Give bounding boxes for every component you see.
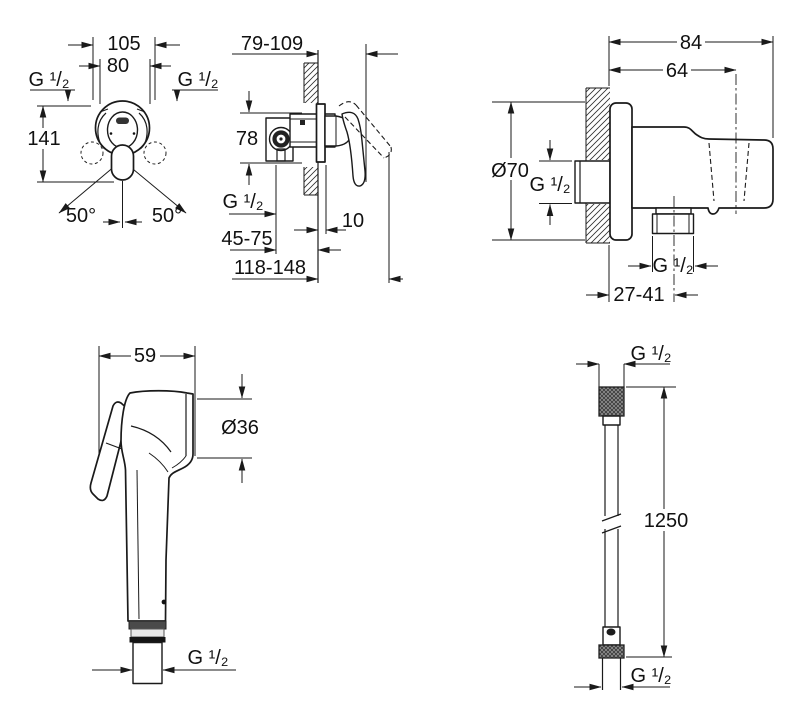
dim-handle-depth-label: 79-109 bbox=[241, 33, 303, 55]
dim-escutcheon-width-label: 105 bbox=[107, 33, 140, 55]
wall-section bbox=[303, 50, 319, 283]
label-backing bbox=[644, 509, 688, 531]
dim-total-depth-label: 118-148 bbox=[234, 257, 306, 279]
thread-supply-label: G ¹/₂ bbox=[222, 191, 263, 213]
supply-connection-circles bbox=[80, 141, 167, 165]
hand-shower-view: 59 Ø36 G ¹/₂ bbox=[89, 345, 259, 685]
concealed-valve-body bbox=[265, 103, 352, 163]
union-body bbox=[574, 74, 774, 302]
dim-connection-spacing-label: 80 bbox=[107, 55, 129, 77]
front-view-concealed-mixer: 105 80 G ¹/₂ G ¹/₂ 141 50° 50° bbox=[25, 33, 219, 228]
dim-arrows-side bbox=[229, 50, 403, 283]
label-backing bbox=[25, 128, 63, 149]
label-backing bbox=[490, 158, 532, 180]
dim-body-height-label: 78 bbox=[236, 128, 258, 150]
thread-bottom-label: G ¹/₂ bbox=[630, 665, 671, 687]
thread-inlet-label: G ¹/₂ bbox=[529, 174, 570, 196]
label-backing bbox=[131, 345, 160, 364]
dim-ext-lines-side bbox=[240, 44, 390, 283]
side-view-concealed-mixer: 79-109 78 G ¹/₂ 45-75 10 118-148 bbox=[221, 33, 403, 283]
dim-plate-offset-label: 10 bbox=[342, 210, 364, 232]
thread-left-label: G ¹/₂ bbox=[28, 69, 69, 91]
thread-outlet-label: G ¹/₂ bbox=[652, 255, 693, 277]
dim-lines-front bbox=[30, 37, 218, 183]
thread-connection-label: G ¹/₂ bbox=[187, 647, 228, 669]
dim-length-label: 1250 bbox=[644, 510, 689, 532]
dim-width-label: 59 bbox=[134, 345, 156, 367]
hose-connector-nut bbox=[128, 620, 167, 685]
label-backing bbox=[677, 32, 705, 51]
dim-height-label: 141 bbox=[27, 128, 60, 150]
wall-union-view: 84 64 Ø70 G ¹/₂ G ¹/₂ 27-41 bbox=[490, 32, 774, 306]
thread-right-label: G ¹/₂ bbox=[177, 69, 218, 91]
dim-total-width-label: 84 bbox=[680, 32, 702, 54]
dim-head-diameter-label: Ø36 bbox=[221, 417, 259, 439]
dim-escutcheon-diameter-label: Ø70 bbox=[491, 160, 529, 182]
label-backing bbox=[663, 60, 691, 79]
hose-body bbox=[598, 386, 625, 690]
dim-installation-depth-label: 45-75 bbox=[221, 228, 272, 250]
angle-dimension bbox=[103, 181, 142, 228]
shower-head-and-handle bbox=[120, 389, 194, 622]
escutcheon-and-handle bbox=[94, 100, 151, 181]
angle-left-label: 50° bbox=[66, 205, 96, 227]
angle-right-label: 50° bbox=[152, 205, 182, 227]
thread-top-label: G ¹/₂ bbox=[630, 343, 671, 365]
shower-hose-view: G ¹/₂ 1250 G ¹/₂ bbox=[574, 343, 689, 691]
trigger-lever bbox=[89, 401, 130, 502]
dim-outlet-offset-label: 27-41 bbox=[613, 284, 664, 306]
lever-handle-side bbox=[338, 101, 392, 187]
dim-holder-width-label: 64 bbox=[666, 60, 688, 82]
